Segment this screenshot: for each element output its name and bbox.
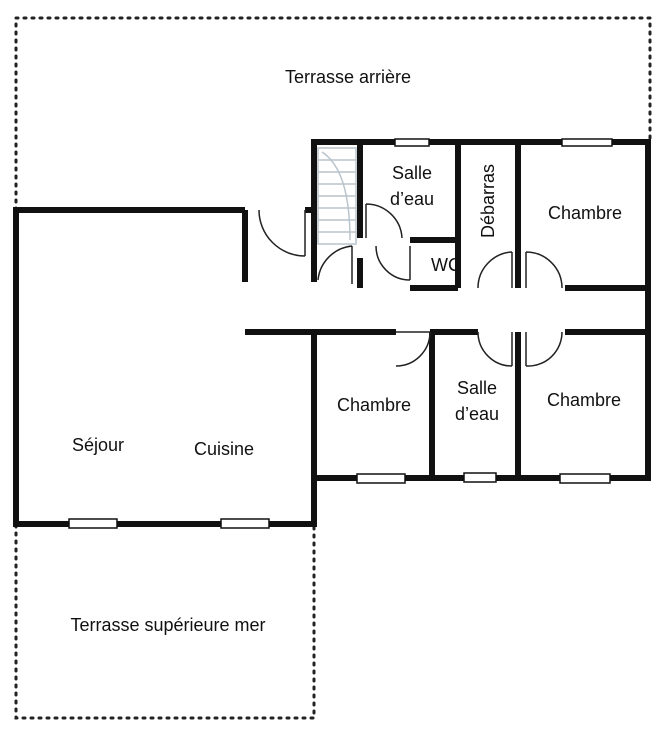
sea-terrace-outline [14, 523, 316, 720]
staircase [317, 147, 357, 245]
window [356, 473, 406, 484]
rear-terrace-outline [14, 16, 652, 212]
window [561, 138, 613, 147]
terrace-outlines [14, 16, 652, 720]
label-chambre-mid-right: Chambre [546, 390, 622, 410]
window [394, 138, 430, 147]
label-salle-eau-1-line2: d’eau [389, 189, 435, 209]
window [559, 473, 611, 484]
door-chambre-right [525, 331, 563, 367]
label-terrasse-arriere: Terrasse arrière [284, 67, 412, 87]
door-entry [258, 209, 306, 257]
door-bath1 [365, 203, 403, 239]
label-chambre-mid-left: Chambre [336, 395, 412, 415]
stair-arrow [321, 151, 351, 241]
label-salle-eau-2-line2: d’eau [454, 404, 500, 424]
windows [68, 138, 613, 529]
label-terrasse-superieure: Terrasse supérieure mer [70, 615, 266, 635]
label-chambre-top: Chambre [547, 203, 623, 223]
door-chambre-mid [395, 331, 431, 367]
door-chambre-top [525, 251, 563, 289]
label-debarras: Débarras [478, 163, 498, 239]
label-cuisine: Cuisine [193, 439, 255, 459]
window [220, 518, 270, 529]
window [68, 518, 118, 529]
doors [258, 203, 563, 367]
label-wc: WC [431, 255, 461, 275]
label-salle-eau-2-line1: Salle [456, 378, 498, 398]
label-salle-eau-1-line1: Salle [391, 163, 433, 183]
door-debarras [477, 251, 513, 289]
walls [13, 139, 651, 527]
label-sejour: Séjour [71, 435, 125, 455]
door-wc [375, 245, 411, 281]
window [463, 472, 497, 483]
door-stair [317, 245, 353, 284]
door-bath2 [477, 331, 513, 367]
